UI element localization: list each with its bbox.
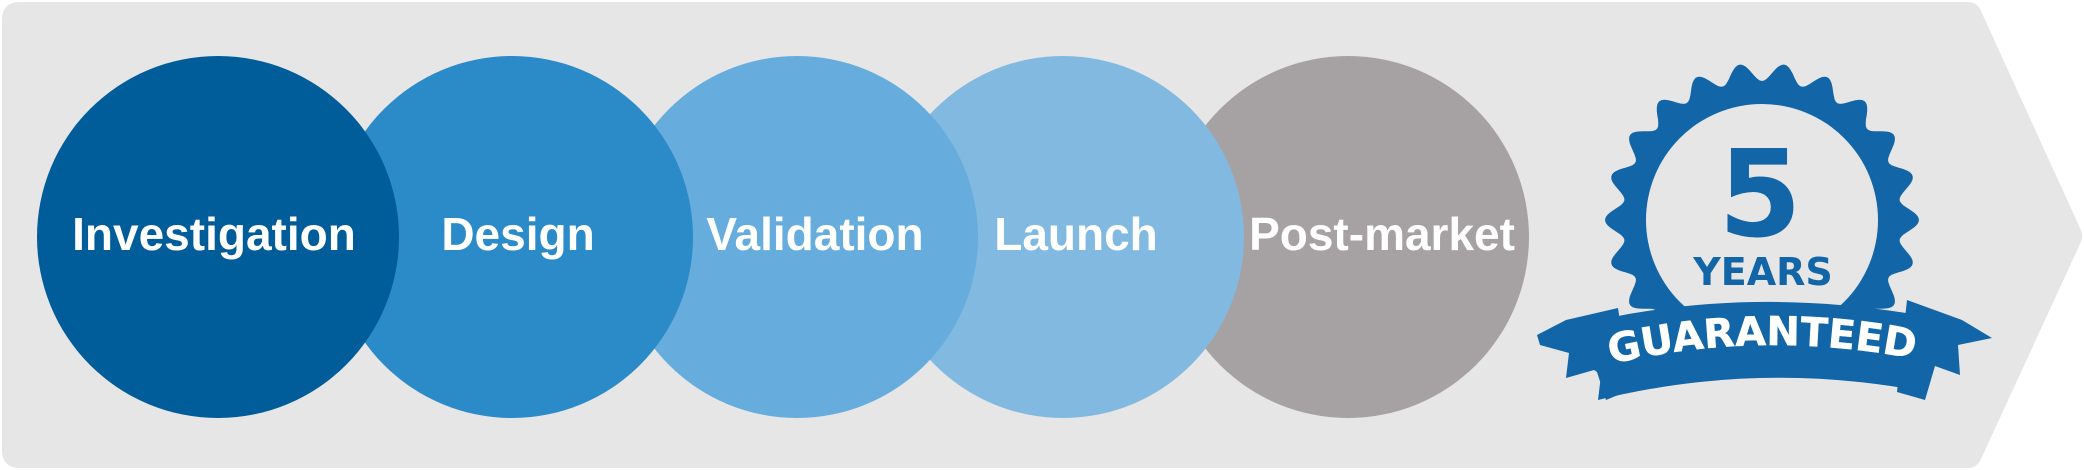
stage-label-post-market: Post-market bbox=[1249, 208, 1515, 260]
badge-years-label: YEARS bbox=[1692, 250, 1833, 294]
stage-circle-design bbox=[331, 56, 693, 418]
ribbon-band bbox=[1598, 301, 1926, 400]
stage-circle-launch bbox=[882, 56, 1244, 418]
stage-labels: Investigation Design Validation Launch P… bbox=[72, 208, 1515, 260]
stage-circle-investigation bbox=[37, 56, 399, 418]
stage-circle-validation bbox=[616, 56, 978, 418]
stage-label-validation: Validation bbox=[706, 208, 923, 260]
guarantee-seal-icon: GUARANTEED 5 YEARS bbox=[1537, 64, 1992, 400]
stage-label-investigation: Investigation bbox=[72, 208, 356, 260]
stage-label-design: Design bbox=[441, 208, 594, 260]
badge-years-number: 5 bbox=[1718, 126, 1802, 265]
stage-circle-post-market bbox=[1167, 56, 1529, 418]
stage-circles bbox=[37, 56, 1529, 418]
stage-label-launch: Launch bbox=[994, 208, 1158, 260]
badge-ribbon bbox=[1537, 300, 1992, 400]
